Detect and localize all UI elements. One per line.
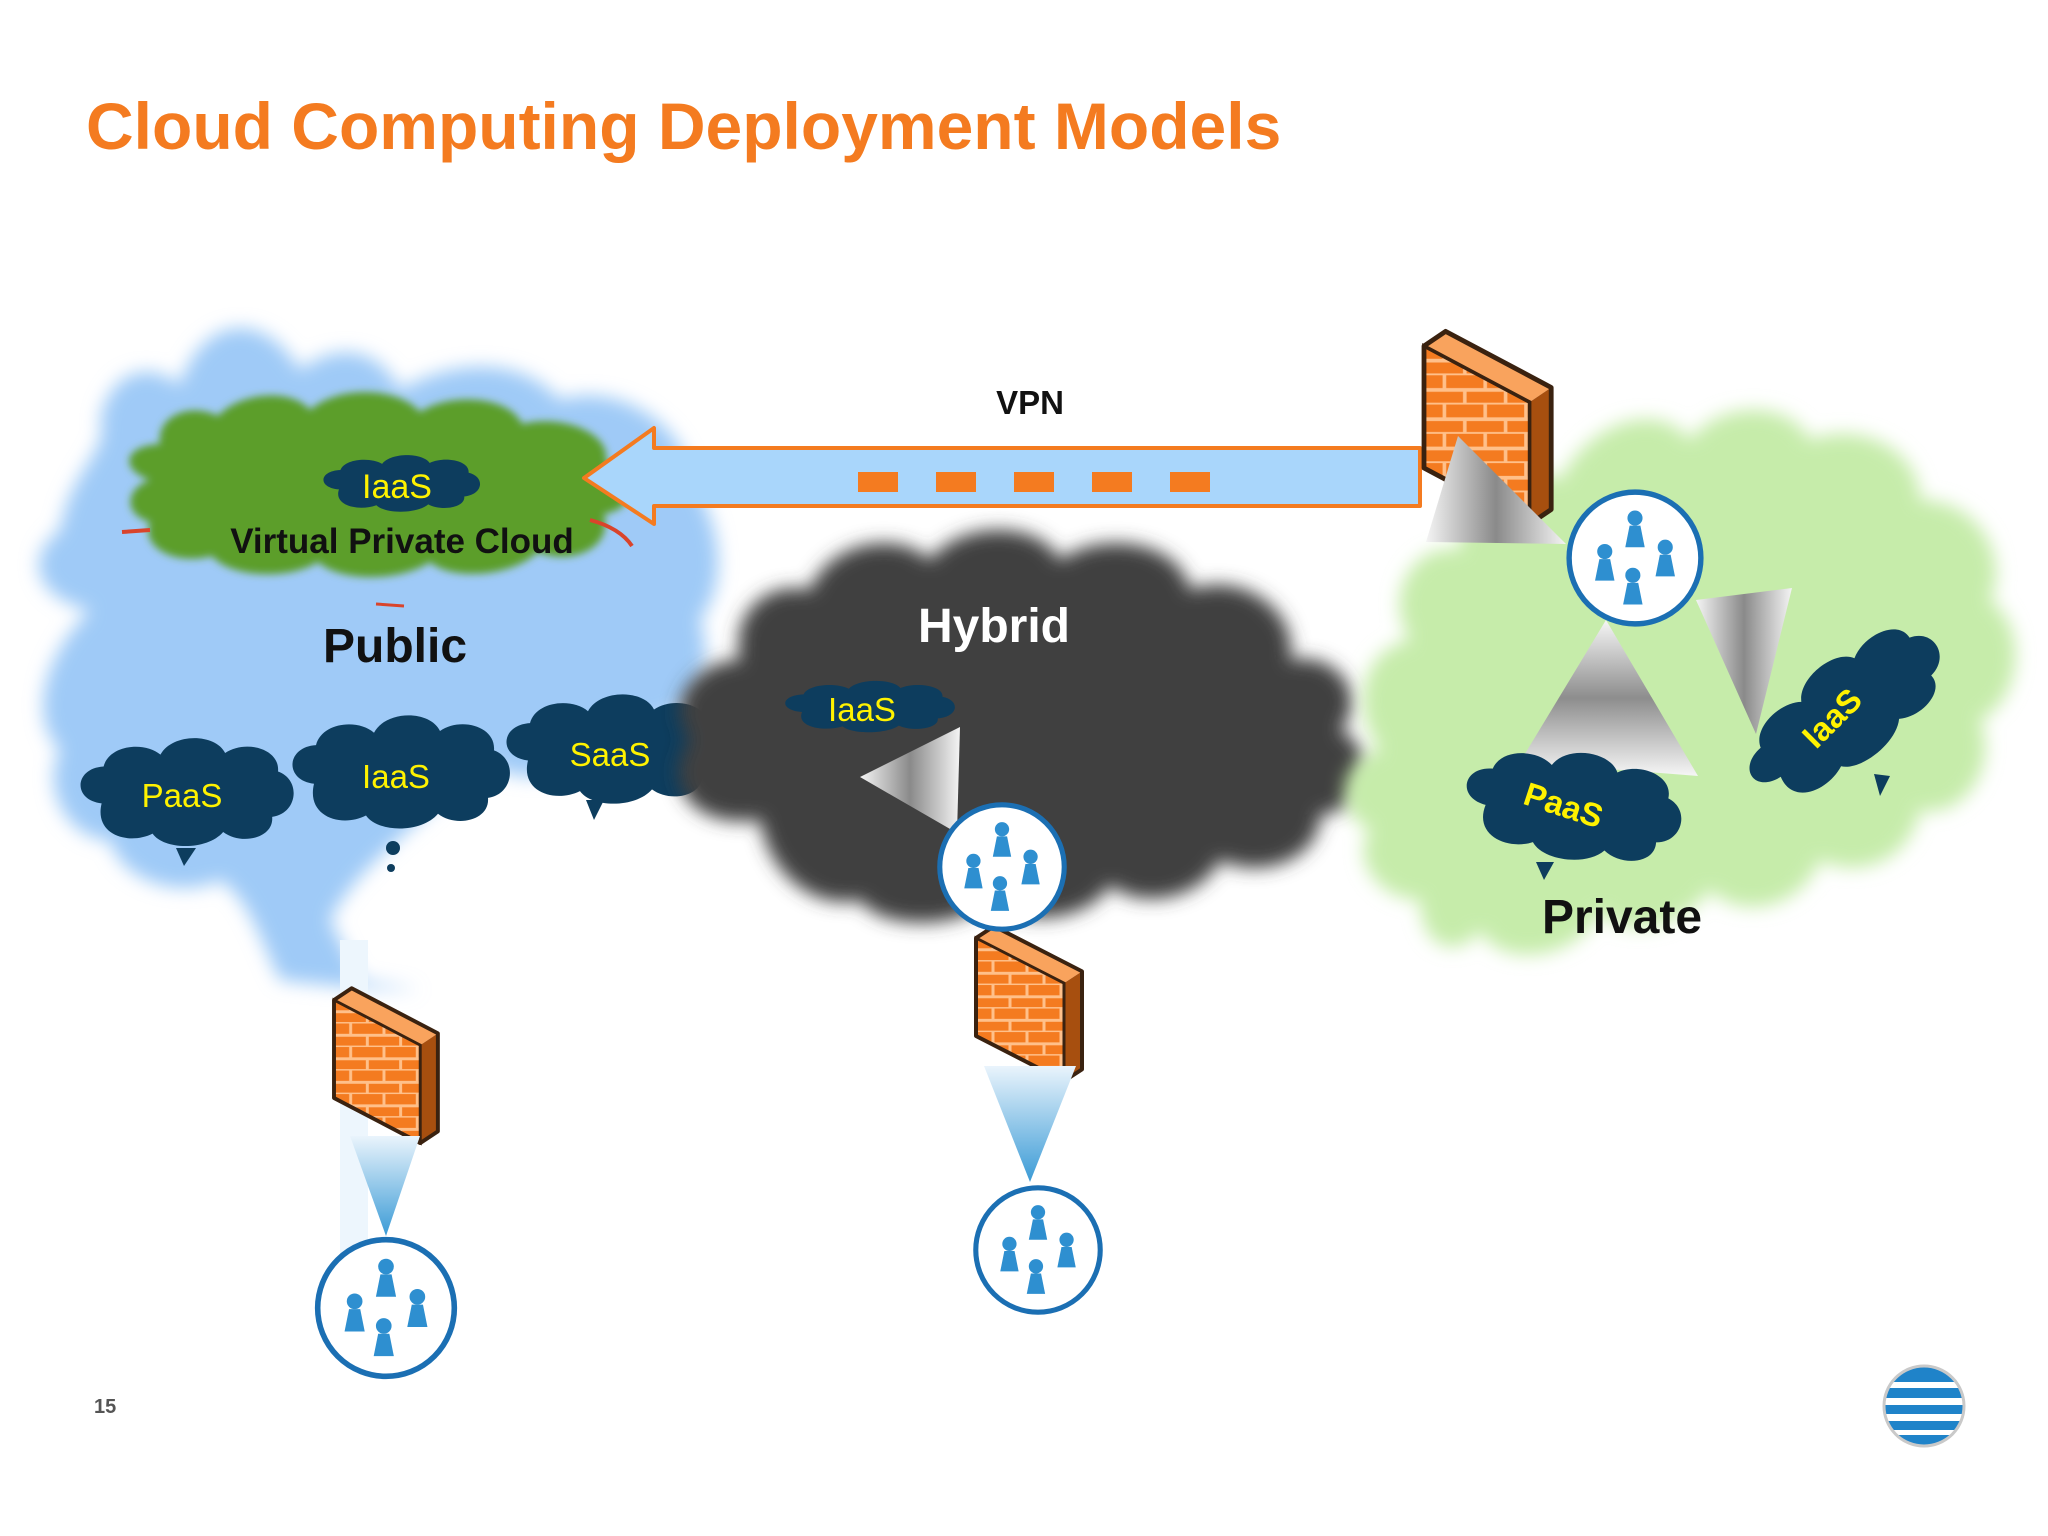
- public-user-group-icon: [318, 1240, 455, 1377]
- public-beam: [350, 1136, 420, 1236]
- public-label: Public: [323, 620, 467, 673]
- page-number: 15: [94, 1396, 117, 1418]
- public-service-saas: SaaS: [570, 736, 651, 773]
- vpc-label: Virtual Private Cloud: [230, 522, 574, 561]
- hybrid-cloud: Hybrid IaaS: [678, 530, 1365, 923]
- public-service-iaas: IaaS: [362, 758, 430, 795]
- private-user-group-icon: [1569, 492, 1701, 624]
- private-cloud: Private PaaS IaaS: [1344, 410, 2016, 955]
- vpc-service-label: IaaS: [362, 468, 432, 506]
- private-label: Private: [1542, 891, 1702, 944]
- virtual-private-cloud: IaaS Virtual Private Cloud: [121, 392, 634, 608]
- public-service-paas: PaaS: [142, 777, 223, 814]
- vpn-label: VPN: [996, 384, 1064, 421]
- vpn-arrow: VPN: [582, 384, 1422, 526]
- hybrid-user-group-icon: [940, 805, 1064, 929]
- private-firewall-beam: [1426, 436, 1566, 544]
- hybrid-firewall-icon: [974, 924, 1084, 1084]
- public-services: PaaS IaaS SaaS: [80, 694, 724, 872]
- slide-title: Cloud Computing Deployment Models: [86, 89, 1282, 163]
- hybrid-label: Hybrid: [918, 600, 1070, 653]
- hybrid-service-label: IaaS: [828, 691, 896, 728]
- hybrid-lower-user-group-icon: [976, 1188, 1100, 1312]
- att-globe-logo: [1882, 1364, 1966, 1448]
- hybrid-beam: [984, 1066, 1076, 1182]
